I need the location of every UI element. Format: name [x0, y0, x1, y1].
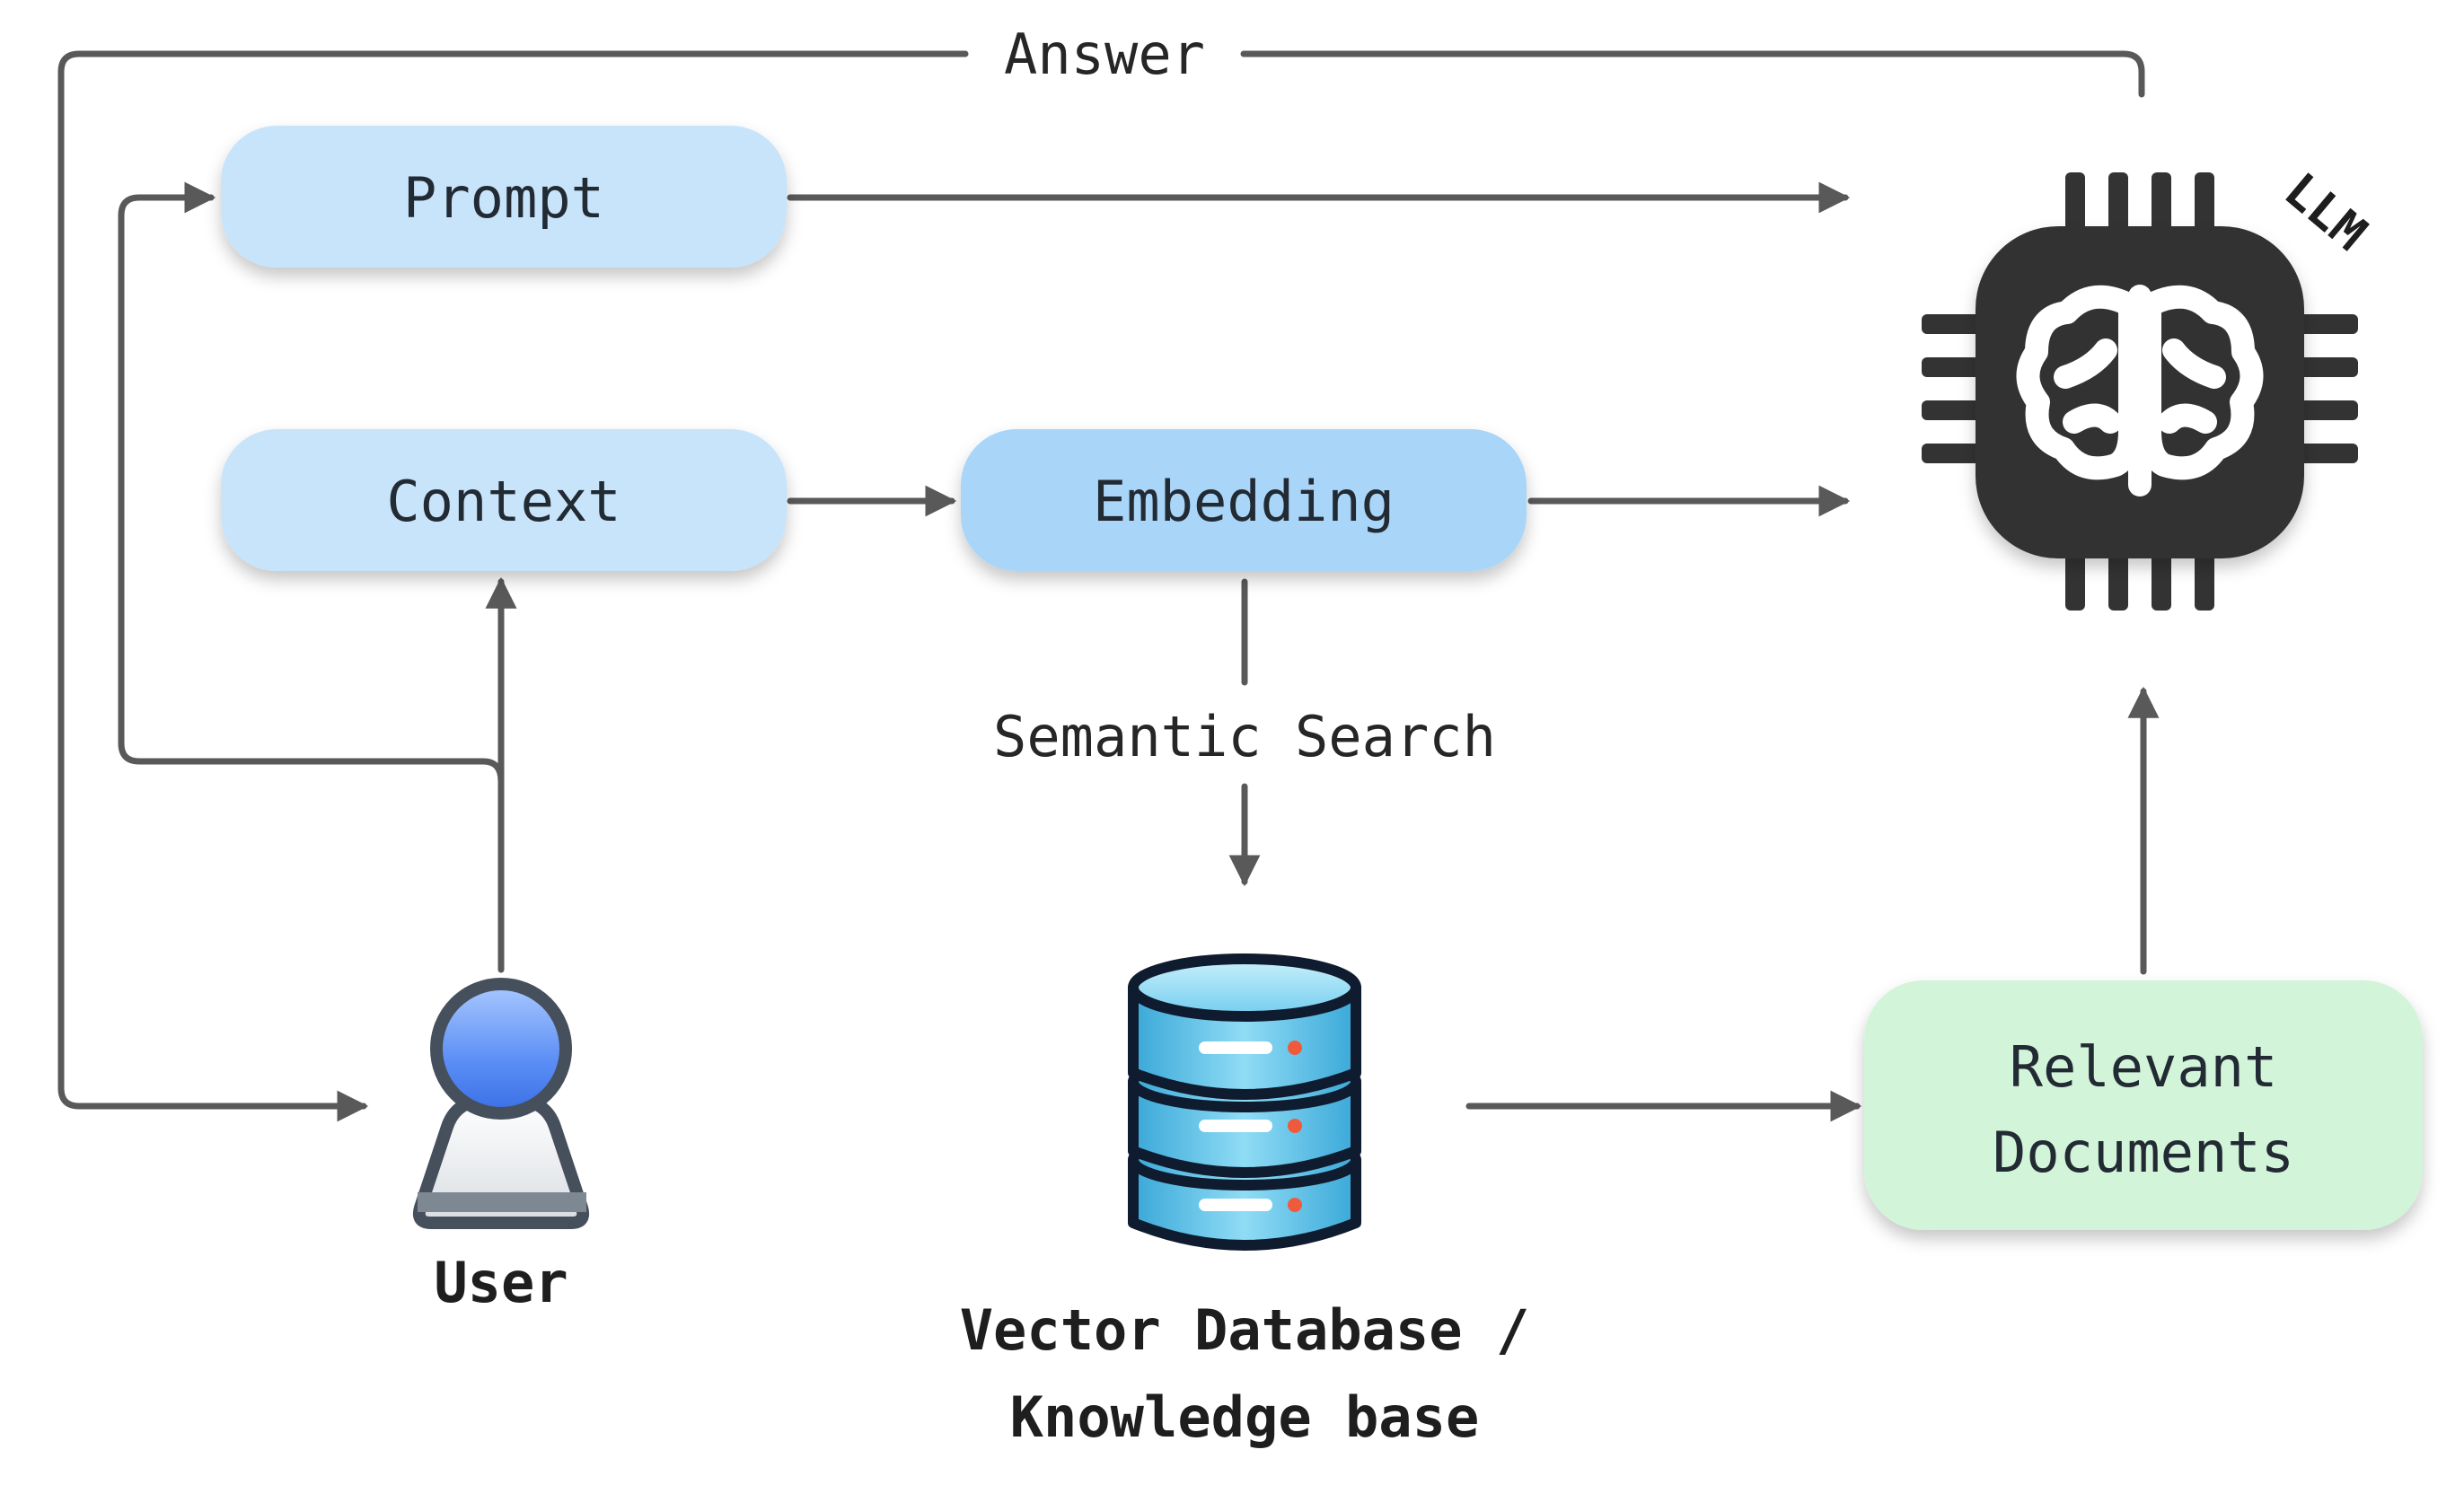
embedding-box[interactable]: Embedding — [961, 429, 1527, 571]
llm-label: LLM — [2274, 162, 2377, 261]
prompt-box[interactable]: Prompt — [221, 126, 787, 268]
context-box[interactable]: Context — [221, 429, 787, 571]
relevant-documents-box[interactable]: Relevant Documents — [1864, 980, 2423, 1230]
user-to-prompt-arrow — [118, 181, 505, 785]
relevant-documents-label-line2: Documents — [1993, 1120, 2294, 1185]
brain-icon — [2016, 285, 2264, 496]
user-icon[interactable] — [412, 978, 590, 1229]
brain-chip-icon[interactable] — [1922, 172, 2358, 611]
answer-arrow-left — [57, 50, 969, 1122]
user-label: User — [434, 1250, 568, 1315]
prompt-label: Prompt — [403, 165, 604, 231]
context-label: Context — [386, 469, 620, 534]
semantic-search-label: Semantic Search — [993, 704, 1496, 769]
vector-db-label-line2: Knowledge base — [1010, 1384, 1480, 1450]
relevant-documents-label-line1: Relevant — [2010, 1034, 2278, 1100]
answer-label: Answer — [1004, 22, 1205, 87]
database-icon[interactable] — [1128, 953, 1361, 1251]
embedding-label: Embedding — [1093, 469, 1395, 534]
vector-db-label-line1: Vector Database / — [960, 1297, 1530, 1363]
answer-arrow — [1240, 50, 2145, 98]
